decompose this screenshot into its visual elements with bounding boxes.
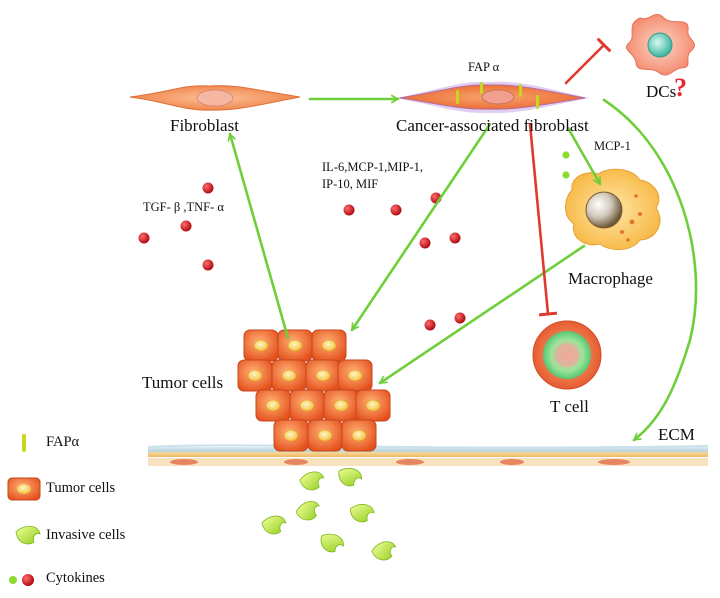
- invasive-cell: [295, 500, 321, 521]
- arrow-caf-to-ecm: [602, 98, 698, 442]
- tumor-cell: [273, 419, 309, 452]
- tgf-tnf-label: TGF- β ,TNF- α: [143, 200, 224, 214]
- macrophage-label: Macrophage: [568, 269, 653, 288]
- arrow-macrophage-to-tumor: [380, 244, 586, 385]
- legend-label-tumor: Tumor cells: [46, 480, 116, 496]
- legend-icons: [7, 434, 41, 586]
- cytokines: [138, 151, 570, 331]
- cytokine-green-dot: [562, 151, 570, 159]
- cytokine-red-dot: [180, 220, 192, 232]
- invasive-cell: [261, 515, 287, 535]
- invasive-cells: [261, 467, 397, 561]
- dcs-question-mark: ?: [674, 73, 687, 102]
- cytokine-red-dot: [202, 259, 214, 271]
- arrow-tumor-to-fibroblast: [230, 134, 290, 340]
- cytokine-red-dot: [202, 182, 214, 194]
- cytokine-red-dot: [343, 204, 355, 216]
- tumor-cell: [289, 389, 325, 422]
- fibroblast-label: Fibroblast: [170, 116, 239, 135]
- cytokine-green-dot: [562, 171, 570, 179]
- invasive-cell: [349, 503, 375, 523]
- tumor-cell: [255, 389, 291, 422]
- fap-alpha-label: FAP α: [468, 60, 500, 74]
- tumor-cell: [271, 359, 307, 392]
- invasive-cell: [320, 533, 344, 553]
- legend-label-cytokines: Cytokines: [46, 570, 105, 586]
- arrow-caf-to-tumor: [350, 122, 492, 330]
- tumor-cell: [305, 359, 341, 392]
- cytokine-list-line1: IL-6,MCP-1,MIP-1,: [322, 160, 424, 174]
- tumor-cells-cluster: [237, 329, 391, 452]
- tumor-cell: [337, 359, 373, 392]
- tumor-cells-label: Tumor cells: [142, 373, 224, 392]
- tumor-cell: [323, 389, 359, 422]
- tumor-cell: [341, 419, 377, 452]
- invasive-cell-icon: [15, 525, 41, 545]
- fibroblast-cell: [129, 85, 301, 111]
- legend-label-fap: FAPα: [46, 434, 80, 450]
- macrophage-cell: [565, 168, 661, 250]
- cytokine-red-dot: [449, 232, 461, 244]
- invasive-cell: [371, 541, 397, 561]
- invasive-cell: [338, 467, 362, 487]
- inhibit-caf-to-dcs: [564, 37, 612, 85]
- fap-alpha-marker-icon: [22, 434, 26, 452]
- dcs-label: DCs: [646, 82, 677, 101]
- tumor-cell: [277, 329, 313, 362]
- tumor-cell: [307, 419, 343, 452]
- cytokine-red-dot: [424, 319, 436, 331]
- caf-label: Cancer-associated fibroblast: [396, 116, 589, 135]
- t-cell-label: T cell: [550, 397, 589, 416]
- dendritic-cell: [625, 13, 695, 76]
- tumor-cell: [243, 329, 279, 362]
- tumor-cell: [311, 329, 347, 362]
- cytokine-list-line2: IP-10, MIF: [322, 177, 379, 191]
- t-cell: [532, 320, 602, 390]
- invasive-cell: [299, 471, 325, 491]
- fap-alpha-marker: [456, 82, 539, 109]
- inhibit-caf-to-tcell: [528, 122, 558, 317]
- basement-membrane: [147, 444, 709, 466]
- caf-cell: [395, 81, 590, 114]
- arrow-caf-to-macrophage: [566, 126, 602, 184]
- cytokine-red-dot: [419, 237, 431, 249]
- tumor-cell-icon: [7, 477, 41, 501]
- tumor-cell: [355, 389, 391, 422]
- mcp1-label: MCP-1: [594, 139, 631, 153]
- cytokine-dots-icon: [9, 574, 34, 586]
- tumor-cell: [237, 359, 273, 392]
- cytokine-red-dot: [138, 232, 150, 244]
- ecm-label: ECM: [658, 425, 695, 444]
- legend-label-invasive: Invasive cells: [46, 527, 126, 543]
- cytokine-red-dot: [454, 312, 466, 324]
- cytokine-red-dot: [390, 204, 402, 216]
